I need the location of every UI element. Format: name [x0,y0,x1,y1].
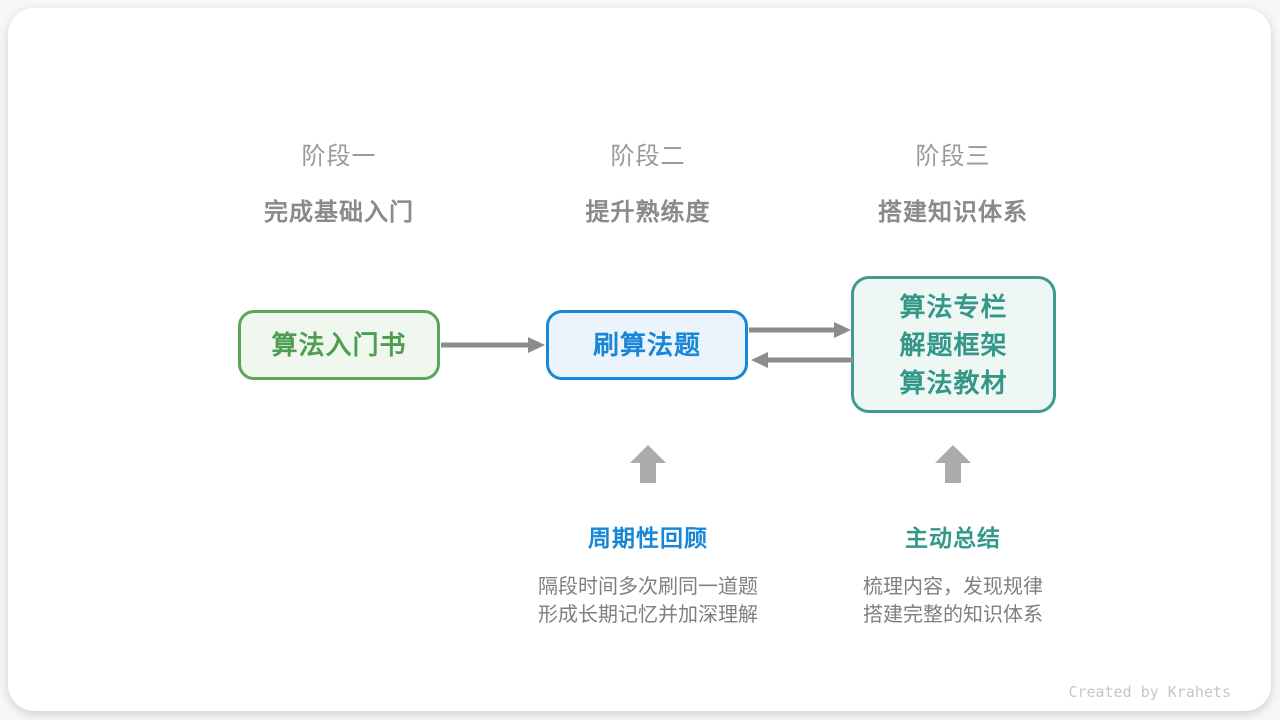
diagram-card: 阶段一 完成基础入门 阶段二 提升熟练度 阶段三 搭建知识体系 算法入门书 刷算… [8,8,1271,711]
up-arrow-review-icon [630,445,666,483]
up-arrow-summary-icon [935,445,971,483]
annotation-active-summary: 主动总结 梳理内容，发现规律 搭建完整的知识体系 [793,519,1113,629]
annotation-periodic-review-desc-line-2: 形成长期记忆并加深理解 [538,604,758,626]
node-intro-book: 算法入门书 [238,310,440,380]
stage-1-subtitle: 完成基础入门 [264,199,414,226]
arrow-practice-to-knowledge-icon [749,322,851,338]
node-practice-problems: 刷算法题 [546,310,748,380]
stage-header-3: 阶段三 搭建知识体系 [833,136,1073,227]
annotation-active-summary-desc-line-1: 梳理内容，发现规律 [863,576,1043,598]
stage-2-label: 阶段二 [610,143,686,170]
node-knowledge-sources-line-2: 解题框架 [899,329,1008,360]
annotation-active-summary-title: 主动总结 [905,525,1001,551]
annotation-periodic-review-desc: 隔段时间多次刷同一道题 形成长期记忆并加深理解 [488,573,808,629]
node-practice-problems-label: 刷算法题 [592,330,701,360]
node-knowledge-sources-line-1: 算法专栏 [899,291,1008,322]
stage-3-label: 阶段三 [915,143,991,170]
annotation-active-summary-desc-line-2: 搭建完整的知识体系 [863,604,1043,626]
stage-header-2: 阶段二 提升熟练度 [528,136,768,227]
annotation-periodic-review-title: 周期性回顾 [588,525,708,551]
arrow-intro-to-practice-icon [441,337,545,353]
stage-header-1: 阶段一 完成基础入门 [219,136,459,227]
node-knowledge-sources-line-3: 算法教材 [899,367,1008,398]
node-knowledge-sources: 算法专栏 解题框架 算法教材 [851,276,1056,413]
node-intro-book-label: 算法入门书 [271,330,407,360]
stage-3-subtitle: 搭建知识体系 [878,199,1028,226]
annotation-periodic-review-desc-line-1: 隔段时间多次刷同一道题 [538,576,758,598]
stage-2-subtitle: 提升熟练度 [585,199,711,226]
credit-text: Created by Krahets [1068,683,1231,701]
annotation-periodic-review: 周期性回顾 隔段时间多次刷同一道题 形成长期记忆并加深理解 [488,519,808,629]
annotation-active-summary-desc: 梳理内容，发现规律 搭建完整的知识体系 [793,573,1113,629]
stage-1-label: 阶段一 [301,143,377,170]
arrow-knowledge-to-practice-icon [751,352,853,368]
